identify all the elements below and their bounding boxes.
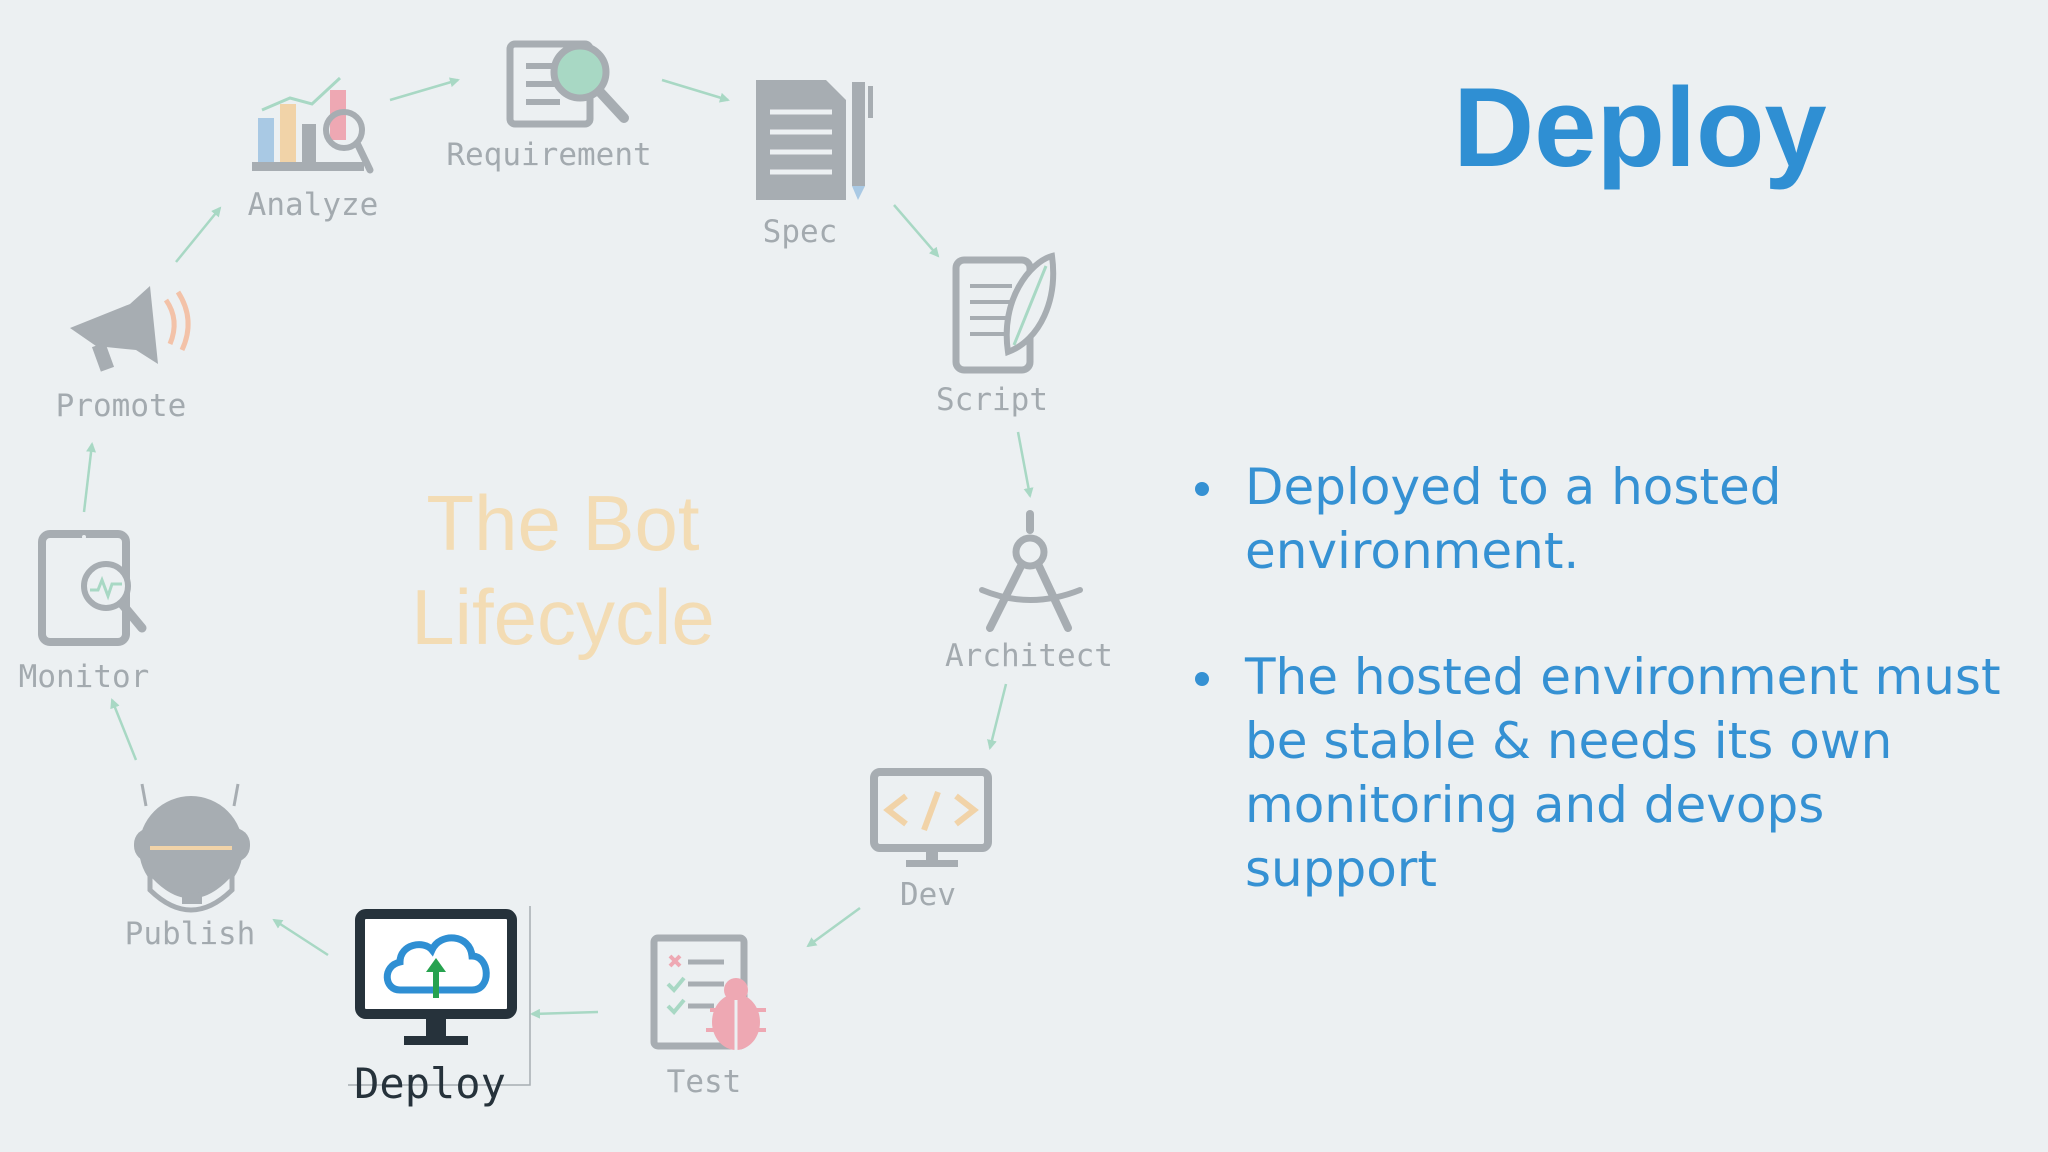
checklist-bug-icon — [650, 934, 766, 1050]
stage-label-analyze: Analyze — [248, 187, 379, 223]
robot-head-icon — [134, 783, 250, 913]
stage-label-promote: Promote — [56, 388, 187, 424]
bullet-dot — [1195, 482, 1209, 496]
diagram-center-title-line2: Lifecycle — [411, 573, 714, 661]
slide-title: Deploy — [1453, 65, 1827, 190]
code-monitor-icon — [870, 768, 992, 867]
stage-label-spec: Spec — [763, 214, 838, 250]
chart-magnifier-icon — [252, 76, 374, 174]
stage-label-architect: Architect — [945, 638, 1113, 674]
cloud-upload-monitor-icon[interactable] — [348, 906, 531, 1086]
stage-label-script: Script — [936, 382, 1048, 418]
stage-label-dev: Dev — [900, 877, 956, 913]
spec-document-pen-icon — [756, 80, 873, 200]
bullet-text: The hosted environment must be stable & … — [1245, 648, 2001, 898]
arrow-architect-dev — [987, 683, 1008, 750]
arrow-publish-monitor — [110, 698, 138, 761]
arrow-deploy-publish — [272, 918, 329, 957]
arrow-test-deploy — [530, 1008, 599, 1019]
arrow-script-architect — [1016, 431, 1034, 498]
cycle-arrows — [82, 77, 1034, 1019]
arrow-analyze-requirement — [389, 77, 460, 102]
bullet-item: The hosted environment must be stable & … — [1195, 645, 2025, 901]
bullet-item: Deployed to a hosted environment. — [1195, 455, 2025, 583]
stage-label-deploy[interactable]: Deploy — [354, 1059, 506, 1108]
arrow-spec-script — [893, 204, 940, 258]
stage-label-requirement: Requirement — [446, 137, 651, 173]
stage-label-monitor: Monitor — [19, 659, 150, 695]
script-feather-icon — [952, 252, 1057, 374]
arrow-monitor-promote — [82, 442, 97, 513]
arrow-promote-analyze — [175, 206, 222, 263]
bullet-dot — [1195, 672, 1209, 686]
tablet-monitor-icon — [38, 530, 147, 646]
compass-icon — [979, 510, 1083, 632]
diagram-center-title-line1: The Bot — [426, 479, 699, 567]
arrow-requirement-spec — [661, 78, 730, 103]
megaphone-icon — [70, 286, 191, 372]
stage-label-publish: Publish — [125, 916, 256, 952]
bullet-list: Deployed to a hosted environment. The ho… — [1195, 455, 2025, 963]
document-search-icon — [506, 40, 629, 128]
arrow-dev-test — [806, 906, 861, 948]
stage-label-test: Test — [667, 1064, 742, 1100]
bullet-text: Deployed to a hosted environment. — [1245, 458, 1782, 580]
